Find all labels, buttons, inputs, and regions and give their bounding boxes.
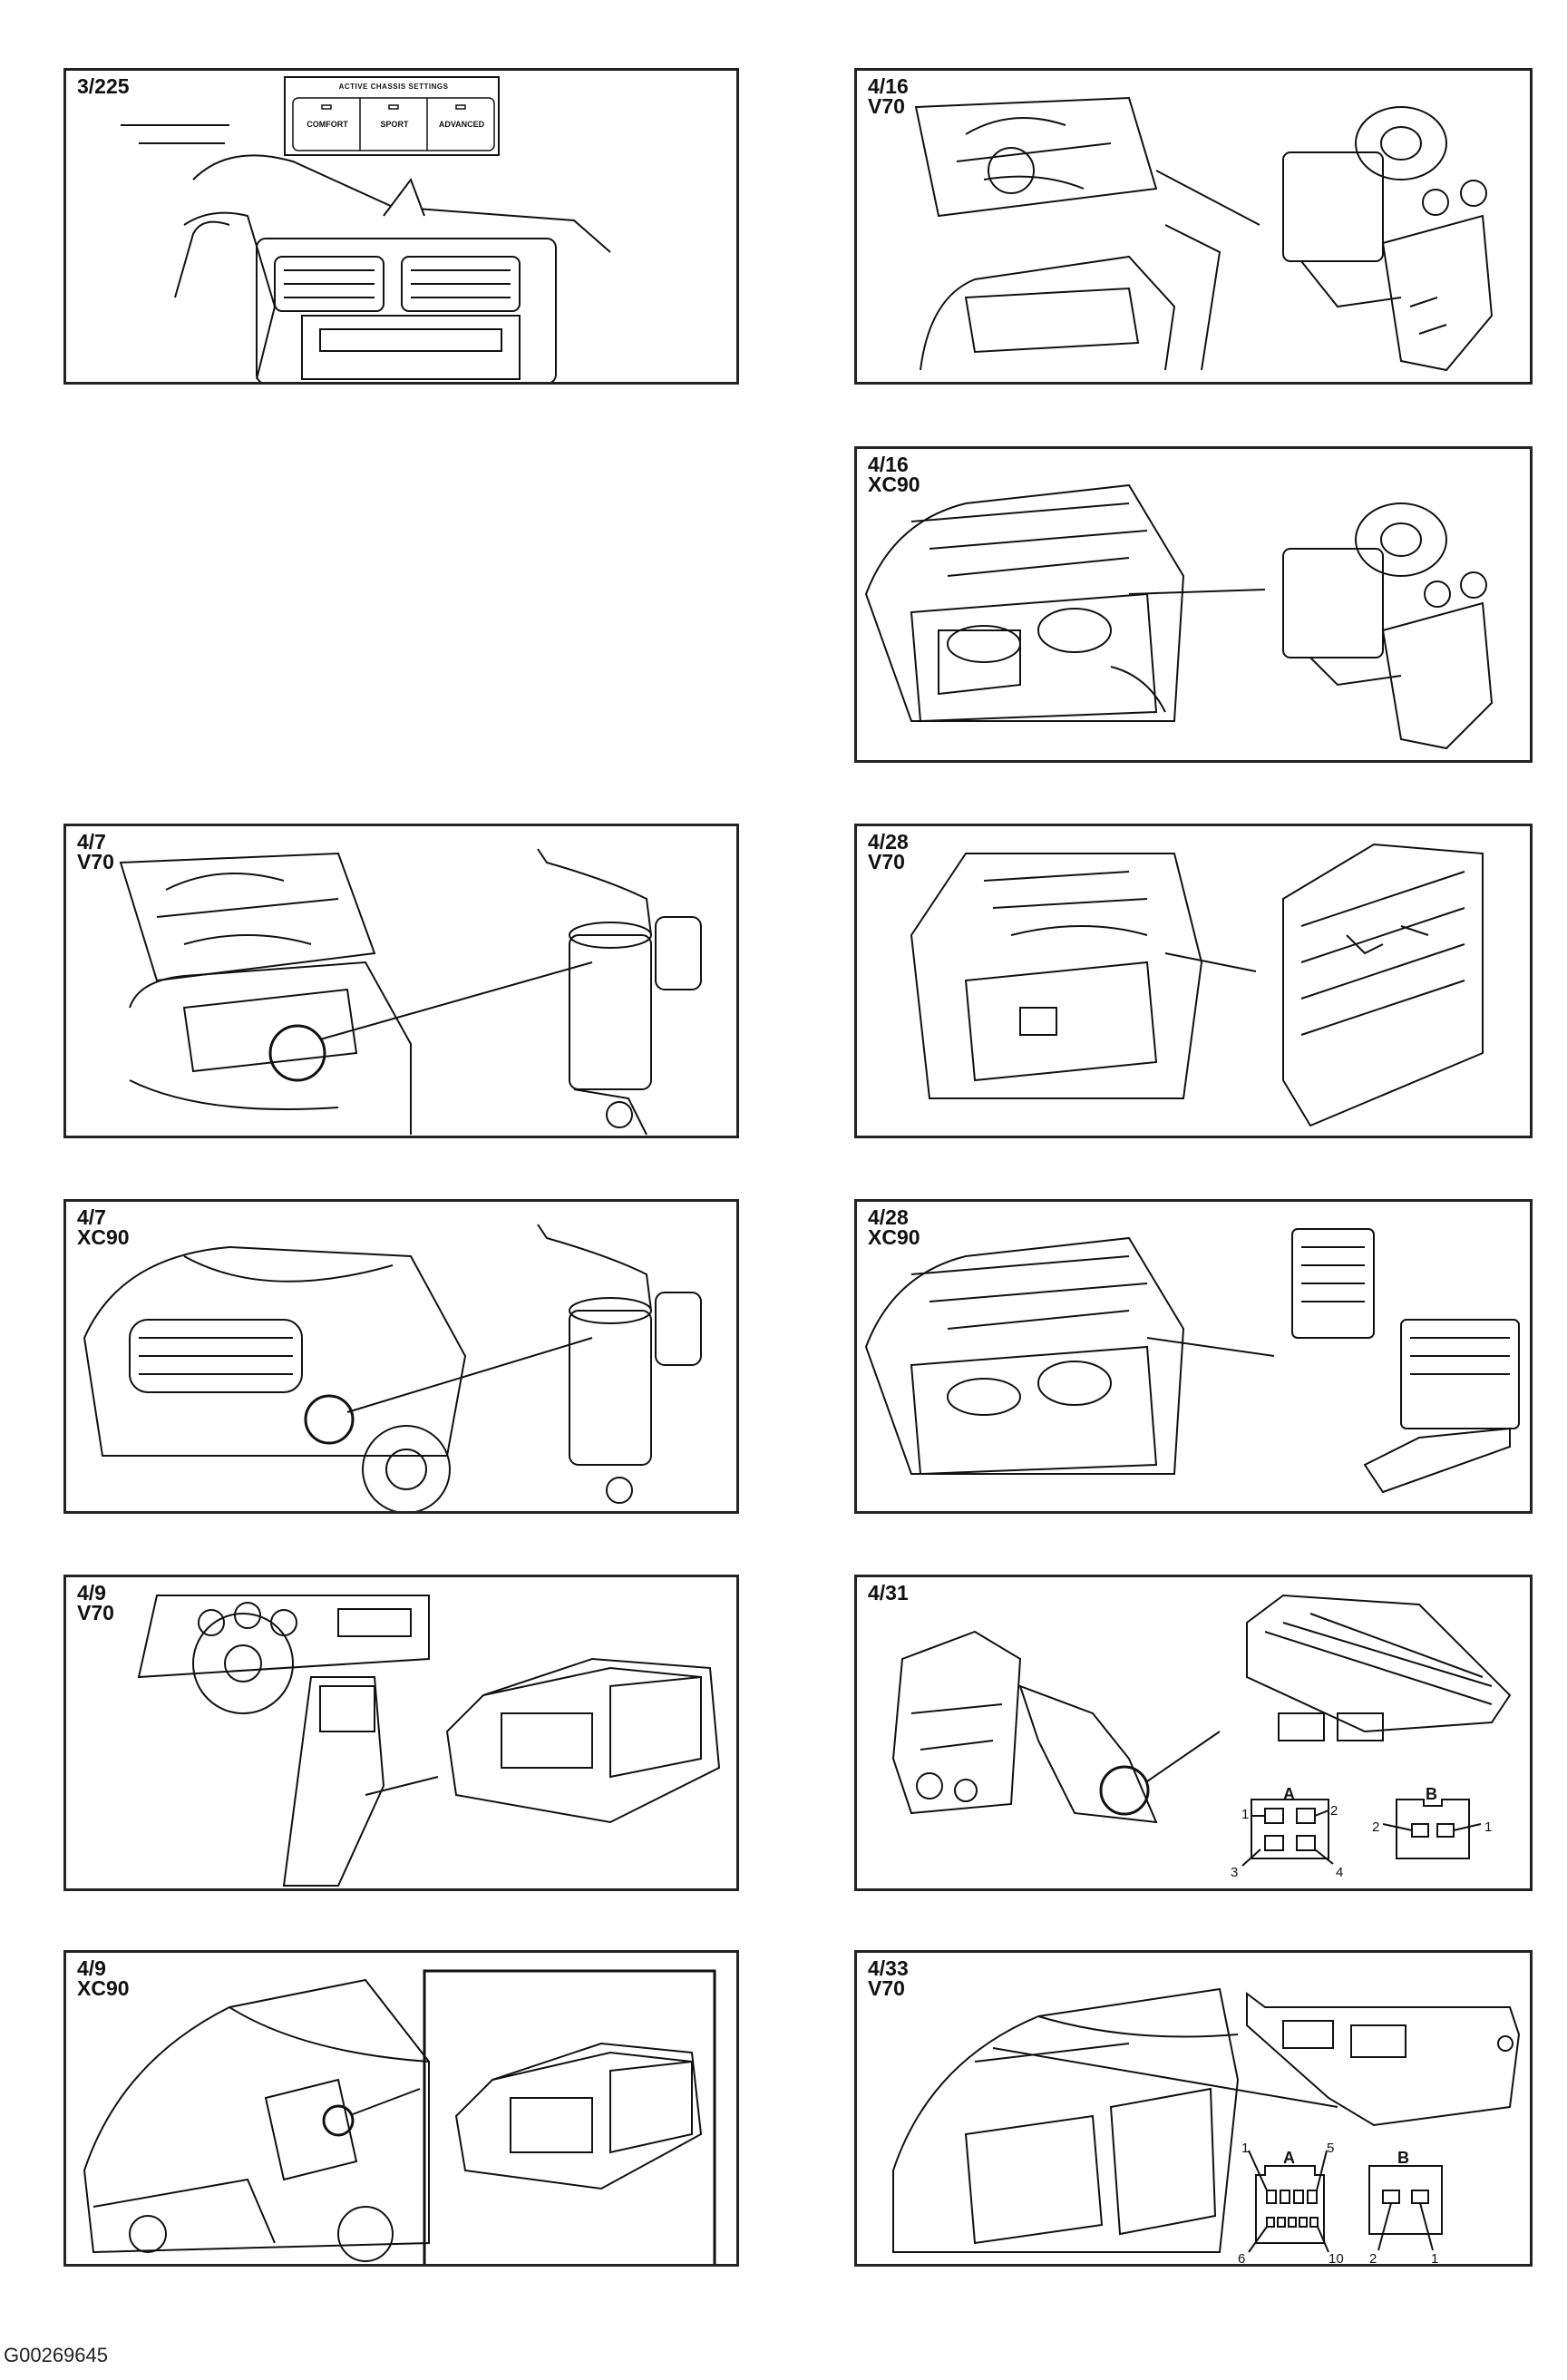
panel-model: V70 xyxy=(77,1601,114,1624)
panel-code: 4/16 xyxy=(868,453,909,476)
connector-b-letter: B xyxy=(1397,2149,1409,2167)
connector-b-letter: B xyxy=(1426,1785,1437,1803)
panel-label: 4/28 V70 xyxy=(868,830,909,873)
panel-code: 4/31 xyxy=(868,1581,909,1605)
connector-a-pin-2: 2 xyxy=(1330,1803,1338,1819)
panel-label: 4/7 XC90 xyxy=(77,1205,130,1249)
panel-model: V70 xyxy=(868,1976,905,2000)
panel-4-7-xc90: 4/7 XC90 xyxy=(63,1199,739,1514)
panel-code: 4/28 xyxy=(868,830,909,853)
panel-code: 4/9 xyxy=(77,1956,106,1980)
panel-label: 4/31 xyxy=(868,1581,909,1605)
advanced-button[interactable]: ADVANCED xyxy=(438,120,485,129)
connector-a-pin-10: 10 xyxy=(1329,2251,1344,2267)
panel-model: XC90 xyxy=(77,1225,130,1249)
panel-4-16-xc90: 4/16 XC90 xyxy=(854,446,1533,763)
connector-b-pin-1: 1 xyxy=(1431,2251,1438,2267)
panel-label: 4/7 V70 xyxy=(77,830,114,873)
connector-a-pin-1: 1 xyxy=(1241,1807,1249,1822)
connector-b-pin-2: 2 xyxy=(1369,2251,1377,2267)
connector-a-pin-3: 3 xyxy=(1231,1865,1238,1880)
connector-a-pin-4: 4 xyxy=(1336,1865,1343,1880)
connector-b-diagram xyxy=(1382,1799,1482,1859)
panel-code: 4/7 xyxy=(77,1205,106,1229)
control-module-v70-illustration xyxy=(910,843,1484,1127)
panel-model: V70 xyxy=(868,850,905,873)
panel-label: 4/16 V70 xyxy=(868,74,909,118)
height-sensor-v70-illustration xyxy=(119,848,702,1136)
connector-a-diagram xyxy=(1241,1799,1334,1867)
panel-model: XC90 xyxy=(868,1225,920,1249)
connector-a-letter: A xyxy=(1283,2149,1295,2167)
height-sensor-xc90-illustration xyxy=(83,1224,702,1511)
panel-label: 3/225 xyxy=(77,74,130,98)
panel-model: XC90 xyxy=(77,1976,130,2000)
dashboard-center-console-illustration xyxy=(121,124,611,382)
connector-b-2pin-diagram xyxy=(1368,2165,1443,2251)
panel-model: V70 xyxy=(868,94,905,118)
panel-4-7-v70: 4/7 V70 xyxy=(63,824,739,1138)
panel-code: 4/9 xyxy=(77,1581,106,1605)
panel-4-9-v70: 4/9 V70 xyxy=(63,1575,739,1891)
connector-a-pin-5: 5 xyxy=(1327,2141,1334,2156)
comfort-button[interactable]: COMFORT xyxy=(307,120,348,129)
abs-module-xc90-illustration xyxy=(864,483,1494,750)
connector-a-10pin-diagram xyxy=(1248,2150,1329,2253)
switch-panel-callout: ACTIVE CHASSIS SETTINGS COMFORT SPORT AD… xyxy=(284,76,500,156)
panel-label: 4/33 V70 xyxy=(868,1956,909,2000)
panel-model: V70 xyxy=(77,850,114,873)
panel-code: 3/225 xyxy=(77,74,130,98)
panel-4-16-v70: 4/16 V70 xyxy=(854,68,1533,385)
panel-model: XC90 xyxy=(868,473,920,496)
panel-4-9-xc90: 4/9 XC90 xyxy=(63,1950,739,2267)
connector-a-pin-1: 1 xyxy=(1241,2141,1249,2156)
panel-code: 4/33 xyxy=(868,1956,909,1980)
control-unit-xc90-illustration xyxy=(83,1969,716,2264)
panel-4-28-v70: 4/28 V70 xyxy=(854,824,1533,1138)
panel-label: 4/28 XC90 xyxy=(868,1205,920,1249)
connector-a-pin-6: 6 xyxy=(1238,2251,1245,2267)
panel-4-33-v70: 4/33 V70 xyxy=(854,1950,1533,2267)
panel-label: 4/16 XC90 xyxy=(868,453,920,496)
panel-4-31: 4/31 xyxy=(854,1575,1533,1891)
panel-code: 4/7 xyxy=(77,830,106,853)
panel-label: 4/9 V70 xyxy=(77,1581,114,1624)
connector-b-pin-2: 2 xyxy=(1372,1819,1379,1835)
panel-code: 4/16 xyxy=(868,74,909,98)
figure-id: G00269645 xyxy=(4,2344,108,2366)
panel-4-28-xc90: 4/28 XC90 xyxy=(854,1199,1533,1514)
connector-a-letter: A xyxy=(1283,1785,1295,1803)
control-unit-v70-interior-illustration xyxy=(137,1595,721,1887)
switch-panel-drawing xyxy=(292,97,495,151)
panel-label: 4/9 XC90 xyxy=(77,1956,130,2000)
connector-b-pin-1: 1 xyxy=(1484,1819,1492,1835)
panel-3-225: 3/225 ACT xyxy=(63,68,739,385)
climate-module-illustration: A 1 2 3 4 B 2 1 xyxy=(891,1594,1512,1880)
sport-button[interactable]: SPORT xyxy=(380,120,409,129)
abs-module-v70-illustration xyxy=(914,96,1494,372)
control-module-xc90-illustration xyxy=(864,1228,1520,1494)
roof-module-v70-illustration: A 1 5 6 10 B 2 1 xyxy=(892,1987,1521,2267)
panel-code: 4/28 xyxy=(868,1205,909,1229)
switch-panel-title: ACTIVE CHASSIS SETTINGS xyxy=(338,83,449,91)
